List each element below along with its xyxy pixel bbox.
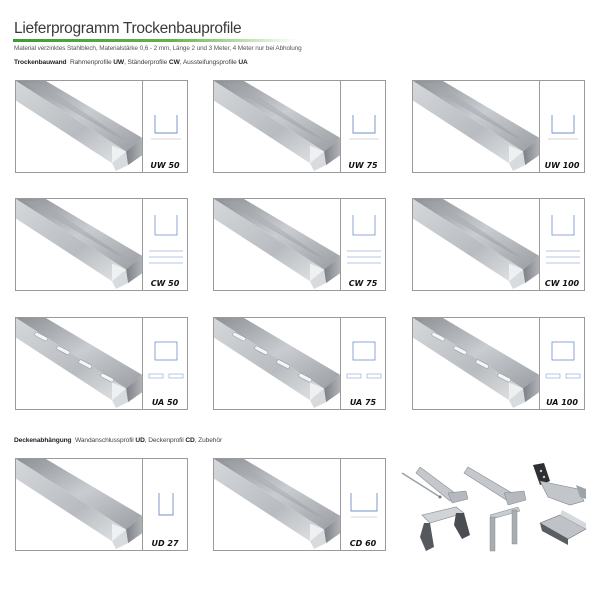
product-card: UD 27 <box>15 458 188 551</box>
longitudinal-connector-icon <box>539 510 587 545</box>
profile-photo <box>214 318 341 409</box>
profile-photo <box>16 318 143 409</box>
profile-cross-section-drawing: CW 75 <box>341 199 385 290</box>
profile-cross-section-drawing: UA 100 <box>540 318 584 409</box>
accessories-group <box>400 455 595 555</box>
product-label: CD 60 <box>349 539 377 548</box>
product-label: UW 100 <box>544 161 580 170</box>
section-desc-code: CW <box>168 59 180 66</box>
section-desc-text: , Aussteifungsprofile <box>179 59 239 66</box>
section-desc-text: Rahmenprofile <box>69 59 114 66</box>
anchor-hanger-icon <box>401 466 469 504</box>
title-underline <box>13 39 298 42</box>
product-label: CW 50 <box>150 279 180 288</box>
product-card: CW 50 <box>15 198 188 291</box>
profile-cross-section-drawing: CW 50 <box>143 199 187 290</box>
direct-hanger-icon <box>489 506 521 552</box>
cross-connector-icon <box>420 506 470 551</box>
profile-cross-section-drawing: CW 100 <box>540 199 584 290</box>
slotted-hanger-icon <box>463 466 527 506</box>
section-desc-text: , Deckenprofil <box>144 437 186 444</box>
profile-cross-section-drawing: UA 50 <box>143 318 187 409</box>
material-description: Material verzinktes Stahlblech, Material… <box>14 45 302 52</box>
section-heading-deckenabhaengung: Deckenabhängung Wandanschlussprofil UD, … <box>14 437 222 444</box>
product-card: UA 100 <box>412 317 585 410</box>
profile-cross-section-drawing: UD 27 <box>143 459 187 550</box>
product-card: UA 50 <box>15 317 188 410</box>
product-card: UW 50 <box>15 80 188 173</box>
section-title: Trockenbauwand <box>14 59 67 66</box>
section-desc-code: CD <box>185 437 195 444</box>
product-label: UW 50 <box>150 161 180 170</box>
profile-cross-section-drawing: UW 100 <box>540 81 584 172</box>
section-desc-code: UW <box>113 59 125 66</box>
profile-photo <box>16 81 143 172</box>
profile-photo <box>413 318 540 409</box>
page-title: Lieferprogramm Trockenbauprofile <box>14 20 242 37</box>
profile-photo <box>16 459 143 550</box>
section-desc-text: , Ständerprofile <box>124 59 169 66</box>
product-card: UW 100 <box>412 80 585 173</box>
product-card: CW 75 <box>213 198 386 291</box>
product-label: UA 50 <box>151 398 179 407</box>
section-desc-text: Wandanschlussprofil <box>74 437 136 444</box>
profile-photo <box>214 459 341 550</box>
profile-cross-section-drawing: CD 60 <box>341 459 385 550</box>
product-label: UW 75 <box>348 161 378 170</box>
product-label: UD 27 <box>151 539 179 548</box>
product-card: CD 60 <box>213 458 386 551</box>
product-label: UA 75 <box>349 398 377 407</box>
product-label: CW 100 <box>544 279 580 288</box>
product-label: CW 75 <box>348 279 378 288</box>
product-card: UW 75 <box>213 80 386 173</box>
profile-photo <box>413 81 540 172</box>
section-title: Deckenabhängung <box>14 437 72 444</box>
profile-cross-section-drawing: UW 75 <box>341 81 385 172</box>
profile-photo <box>16 199 143 290</box>
section-heading-trockenbauwand: Trockenbauwand Rahmenprofile UW, Ständer… <box>14 59 248 66</box>
section-desc-text: , Zubehör <box>194 437 223 444</box>
product-label: UA 100 <box>546 398 578 407</box>
profile-cross-section-drawing: UW 50 <box>143 81 187 172</box>
profile-photo <box>413 199 540 290</box>
product-card: UA 75 <box>213 317 386 410</box>
product-card: CW 100 <box>412 198 585 291</box>
profile-cross-section-drawing: UA 75 <box>341 318 385 409</box>
nonius-bracket-icon <box>533 463 586 506</box>
profile-photo <box>214 81 341 172</box>
section-desc-code: UD <box>135 437 145 444</box>
profile-photo <box>214 199 341 290</box>
section-desc-code: UA <box>238 59 248 66</box>
